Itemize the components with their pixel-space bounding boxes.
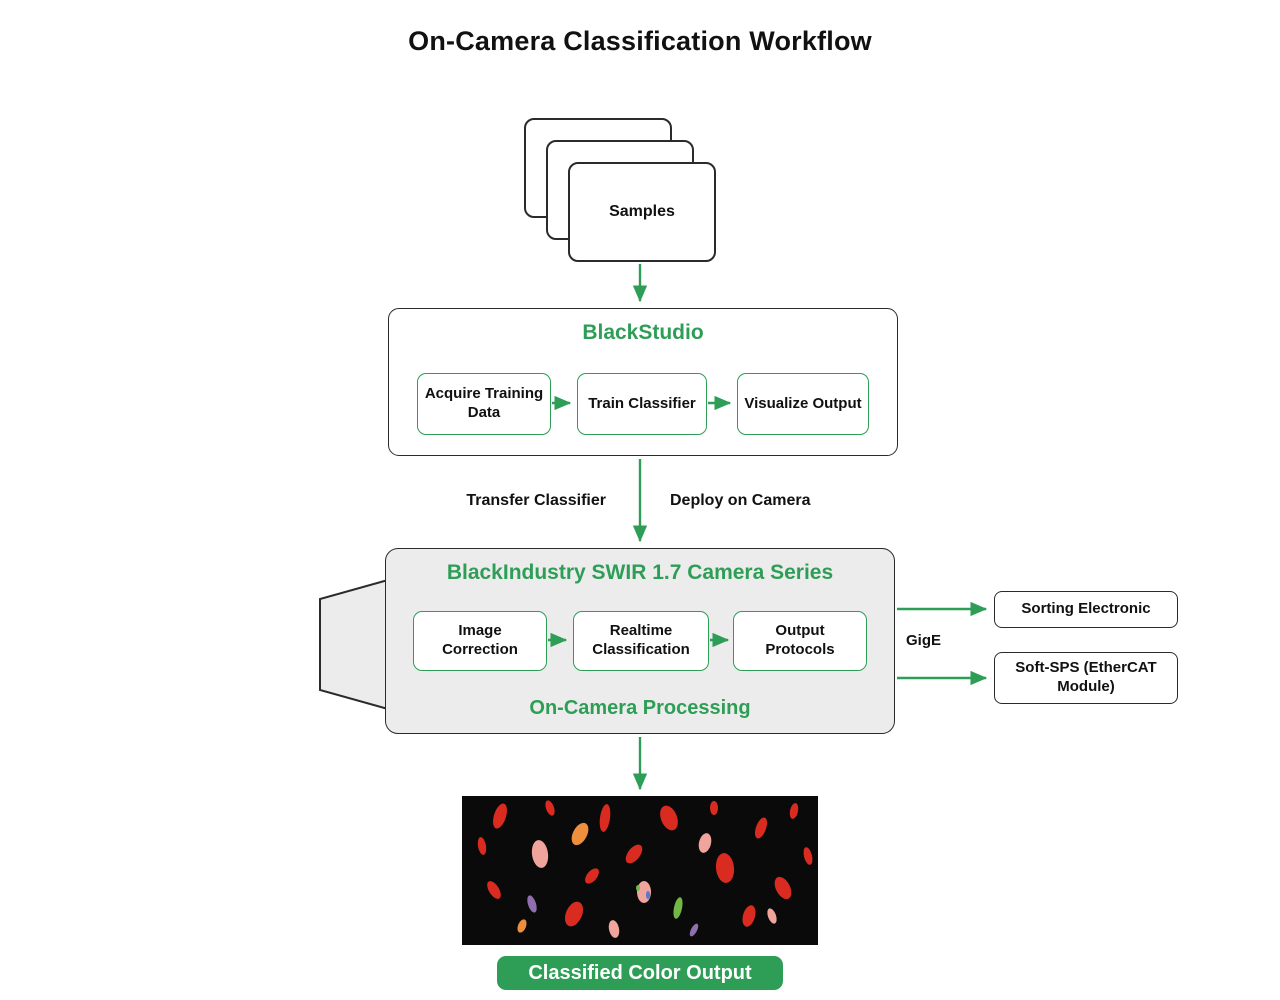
- step-image-correction: Image Correction: [413, 611, 547, 671]
- camera-box: BlackIndustry SWIR 1.7 Camera Series Ima…: [385, 548, 895, 734]
- blackstudio-box: BlackStudio Acquire Training Data Train …: [388, 308, 898, 456]
- soft-sps-box: Soft-SPS (EtherCAT Module): [994, 652, 1178, 704]
- classified-color-output-badge: Classified Color Output: [497, 956, 783, 990]
- step-realtime-classification: Realtime Classification: [573, 611, 709, 671]
- transfer-classifier-label: Transfer Classifier: [466, 492, 606, 509]
- deploy-on-camera-label: Deploy on Camera: [670, 492, 811, 509]
- step-acquire-training-data: Acquire Training Data: [417, 373, 551, 435]
- sorting-electronic-box: Sorting Electronic: [994, 591, 1178, 628]
- gige-label: GigE: [906, 632, 942, 649]
- step-train-classifier: Train Classifier: [577, 373, 707, 435]
- camera-title: BlackIndustry SWIR 1.7 Camera Series: [446, 561, 834, 584]
- classified-blobs-graphic: [462, 796, 818, 945]
- classified-output-image: [462, 796, 818, 945]
- samples-label: Samples: [609, 203, 675, 220]
- sample-card-front: Samples: [568, 162, 716, 262]
- on-camera-processing-label: On-Camera Processing: [529, 697, 751, 719]
- step-visualize-output: Visualize Output: [737, 373, 869, 435]
- blackstudio-title: BlackStudio: [582, 321, 704, 344]
- step-output-protocols: Output Protocols: [733, 611, 867, 671]
- page-title: On-Camera Classification Workflow: [408, 26, 872, 56]
